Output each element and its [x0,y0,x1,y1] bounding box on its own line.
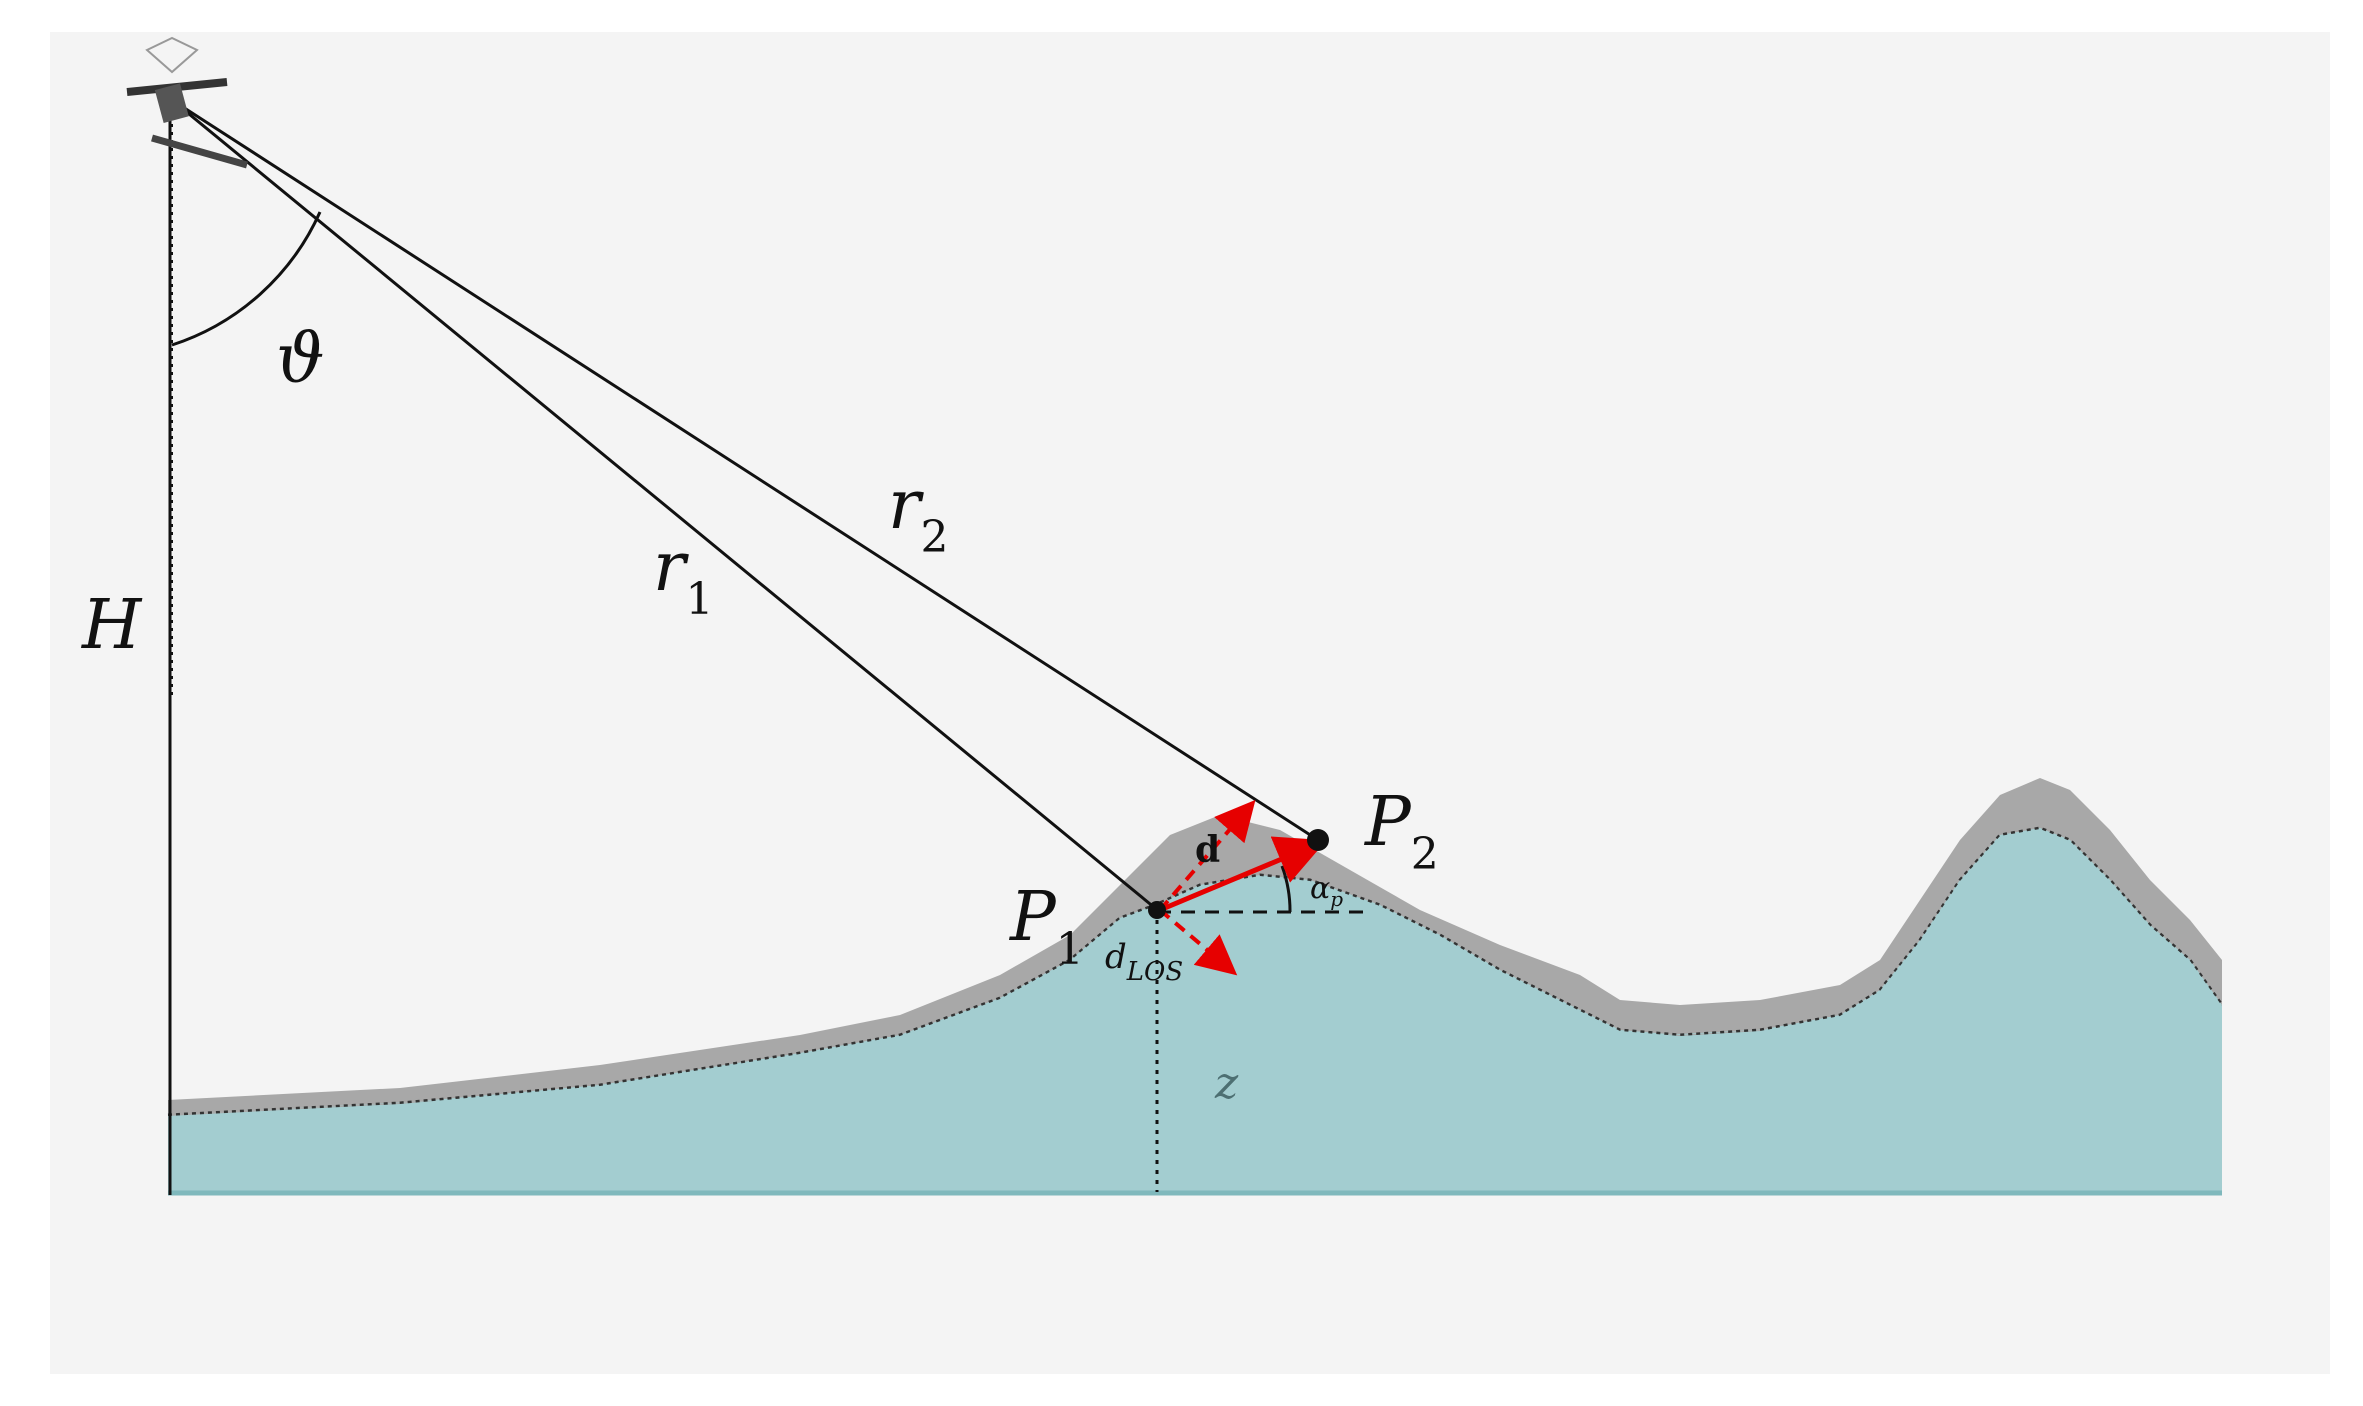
label-d-los: dLOS [1105,937,1183,987]
label-d: d [1195,829,1220,871]
look-angle-arc [171,211,322,347]
label-r1: r1 [653,528,714,625]
label-h: H [80,586,143,665]
displacement-perp-down [1158,908,1238,976]
label-z: z [1214,1058,1239,1109]
displacement-vector [1159,836,1327,913]
satellite-icon [126,36,248,169]
label-p1: P1 [1008,878,1084,975]
terrain-fill-body [168,829,2222,1192]
label-theta: ϑ [276,320,325,399]
displacement-perp-up [1158,799,1256,912]
range-line-r2 [171,98,1319,842]
point-p2-marker [1307,829,1329,851]
point-p1-marker [1148,901,1166,919]
range-line-r1 [171,98,1156,910]
label-p2: P2 [1363,783,1439,880]
label-r2: r2 [888,466,949,563]
label-alpha: αp [1310,871,1343,911]
